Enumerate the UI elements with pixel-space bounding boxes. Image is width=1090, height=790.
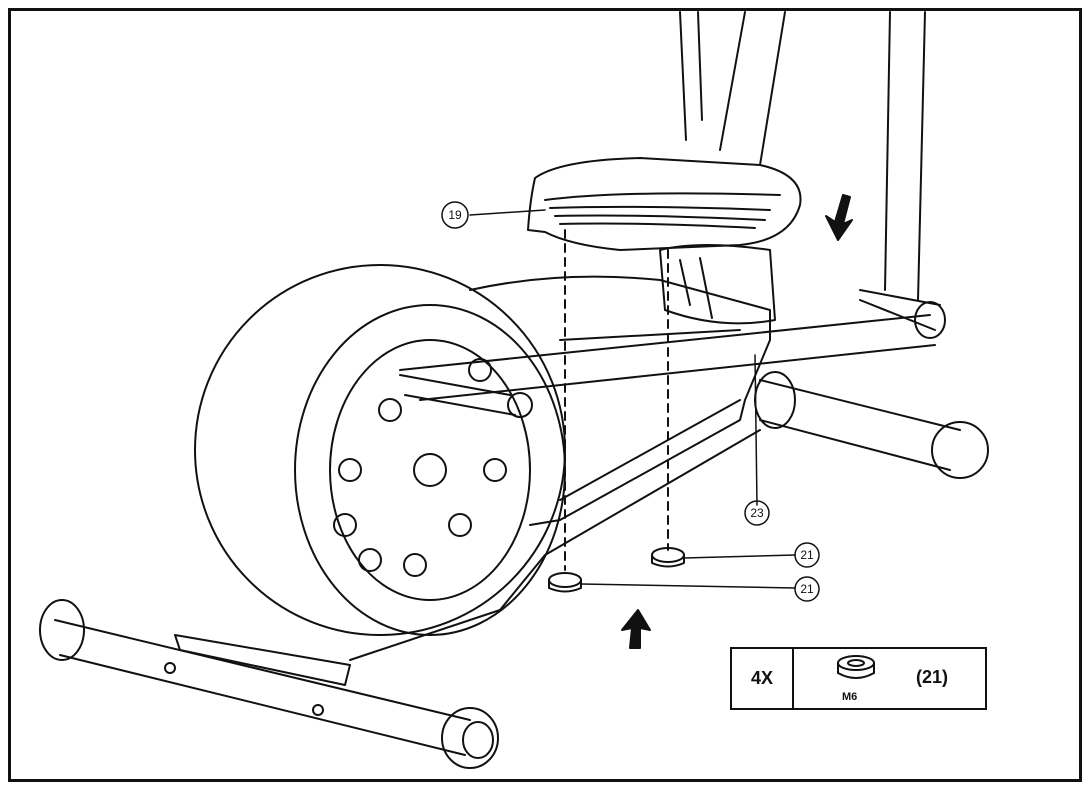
pedal-arm (399, 289, 946, 418)
callout-23: 23 (744, 500, 770, 526)
callout-21-upper: 21 (794, 542, 820, 568)
callout-19: 19 (441, 201, 469, 229)
hardware-legend: 4X M6 (21) (730, 647, 987, 710)
foot-pedal (527, 157, 802, 251)
svg-text:21: 21 (800, 548, 814, 562)
nut-upper (651, 547, 685, 568)
crank-tube (399, 374, 516, 416)
svg-text:23: 23 (750, 506, 764, 520)
hardware-part: M6 (21) (794, 649, 985, 708)
leader-lines (469, 209, 796, 589)
front-stabilizer (39, 599, 499, 769)
rear-stabilizer (754, 371, 989, 479)
assembly-guides (564, 229, 669, 571)
flywheel (194, 264, 566, 636)
svg-text:19: 19 (448, 208, 462, 222)
nut-icon (837, 655, 875, 679)
arrow-up-icon (621, 609, 651, 649)
hardware-quantity: 4X (732, 649, 794, 708)
nut-lower (548, 572, 582, 593)
pedal-support (659, 244, 776, 325)
hardware-reference: (21) (916, 667, 949, 687)
callout-21-lower: 21 (794, 576, 820, 602)
handlebar-posts (679, 11, 926, 301)
svg-text:21: 21 (800, 582, 814, 596)
arrow-down-icon (825, 194, 853, 241)
hardware-size: M6 (842, 691, 858, 703)
main-frame (349, 275, 771, 661)
